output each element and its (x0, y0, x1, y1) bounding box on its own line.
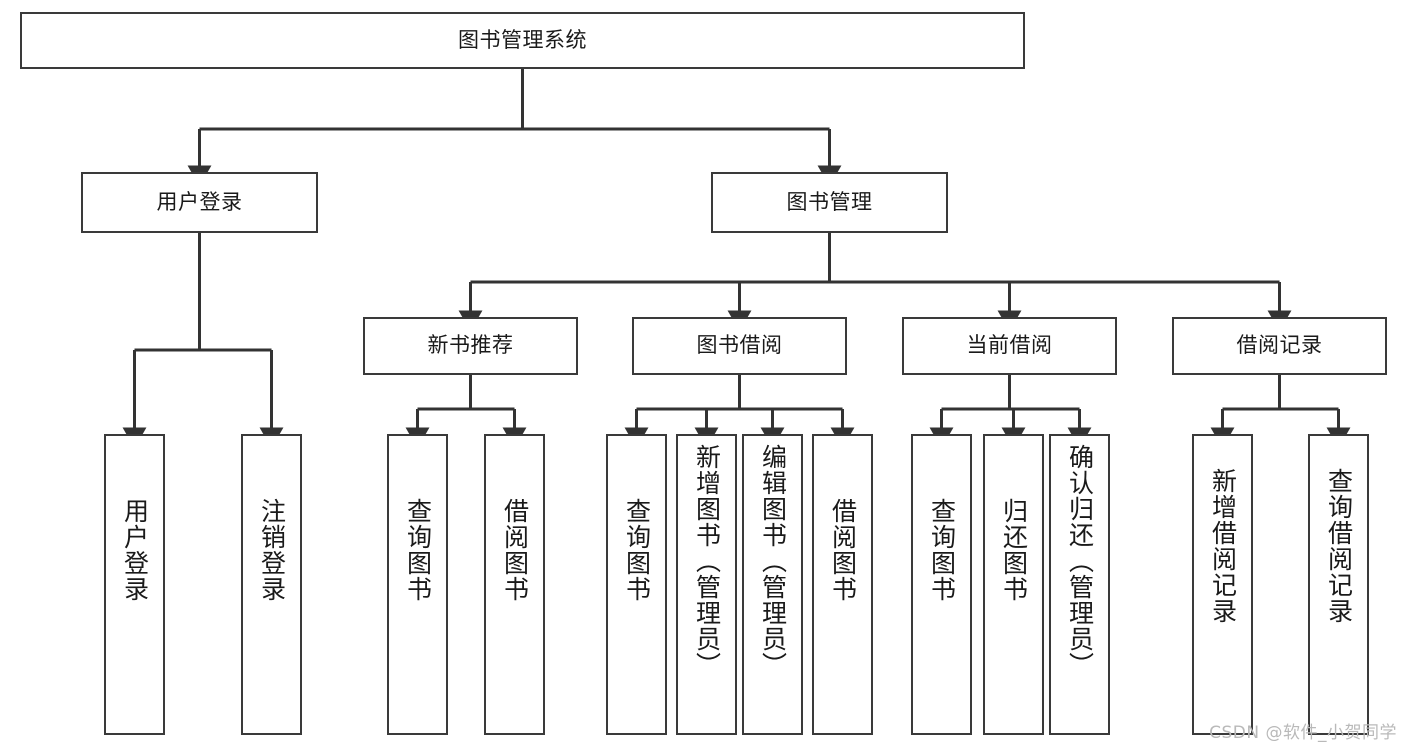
node-new-book-recommend[interactable]: 新书推荐 (363, 317, 578, 375)
node-leaf-recommend-borrow-book-label: 借阅图书 (500, 498, 530, 602)
node-new-book-recommend-label: 新书推荐 (427, 333, 514, 358)
node-leaf-current-query-book-label: 查询图书 (927, 498, 957, 602)
node-leaf-record-add[interactable]: 新增借阅记录 (1192, 434, 1253, 735)
node-borrow-record-label: 借阅记录 (1236, 333, 1323, 358)
node-book-borrow-label: 图书借阅 (696, 333, 783, 358)
node-leaf-borrow-query-book[interactable]: 查询图书 (606, 434, 667, 735)
node-leaf-current-confirm-return[interactable]: 确认归还（管理员） (1049, 434, 1110, 735)
node-root[interactable]: 图书管理系统 (20, 12, 1025, 69)
node-book-manage-label: 图书管理 (786, 189, 873, 214)
node-leaf-recommend-query-book[interactable]: 查询图书 (387, 434, 448, 735)
node-leaf-user-login-label: 用户登录 (120, 498, 150, 602)
node-leaf-borrow-add-book[interactable]: 新增图书（管理员） (676, 434, 737, 735)
node-current-borrow-label: 当前借阅 (966, 333, 1053, 358)
node-book-borrow[interactable]: 图书借阅 (632, 317, 847, 375)
node-leaf-borrow-edit-book[interactable]: 编辑图书（管理员） (742, 434, 803, 735)
node-book-manage[interactable]: 图书管理 (711, 172, 948, 233)
node-leaf-borrow-edit-book-label: 编辑图书（管理员） (758, 444, 788, 678)
node-leaf-borrow-borrow-book[interactable]: 借阅图书 (812, 434, 873, 735)
node-borrow-record[interactable]: 借阅记录 (1172, 317, 1387, 375)
node-leaf-user-login[interactable]: 用户登录 (104, 434, 165, 735)
node-leaf-record-query[interactable]: 查询借阅记录 (1308, 434, 1369, 735)
node-leaf-user-logout-label: 注销登录 (257, 498, 287, 602)
node-leaf-borrow-add-book-label: 新增图书（管理员） (692, 444, 722, 678)
node-leaf-current-confirm-return-label: 确认归还（管理员） (1065, 444, 1095, 678)
node-leaf-recommend-borrow-book[interactable]: 借阅图书 (484, 434, 545, 735)
node-user-login-label: 用户登录 (156, 189, 243, 214)
node-root-label: 图书管理系统 (458, 27, 587, 52)
node-leaf-borrow-query-book-label: 查询图书 (622, 498, 652, 602)
watermark-text: CSDN @软件_小贺同学 (1209, 723, 1397, 743)
node-leaf-recommend-query-book-label: 查询图书 (403, 498, 433, 602)
node-leaf-current-return-book-label: 归还图书 (999, 498, 1029, 602)
node-leaf-borrow-borrow-book-label: 借阅图书 (828, 498, 858, 602)
node-leaf-current-query-book[interactable]: 查询图书 (911, 434, 972, 735)
node-current-borrow[interactable]: 当前借阅 (902, 317, 1117, 375)
node-leaf-record-add-label: 新增借阅记录 (1208, 468, 1238, 624)
node-leaf-current-return-book[interactable]: 归还图书 (983, 434, 1044, 735)
node-leaf-record-query-label: 查询借阅记录 (1324, 468, 1354, 624)
node-leaf-user-logout[interactable]: 注销登录 (241, 434, 302, 735)
node-user-login[interactable]: 用户登录 (81, 172, 318, 233)
